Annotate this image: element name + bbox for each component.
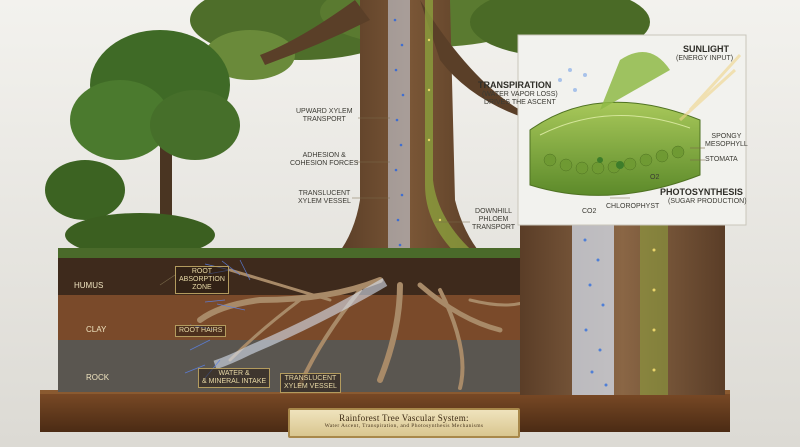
label-root-absorption-zone: Root Absorption Zone xyxy=(175,266,229,294)
main-trunk xyxy=(260,0,530,290)
label-co2: CO2 xyxy=(582,208,597,215)
label-transpiration-sub: (Water Vapor Loss) Drives the Ascent xyxy=(482,91,558,106)
label-photosynthesis-sub: (Sugar Production) xyxy=(668,198,747,205)
label-upward-xylem: Upward Xylem Transport xyxy=(296,108,353,123)
label-clay: Clay xyxy=(86,325,107,334)
background-tree xyxy=(45,30,240,257)
diagram-title: Rainforest Tree Vascular System: xyxy=(339,413,469,423)
label-chlorophyst: Chlorophyst xyxy=(606,203,660,210)
label-root-hairs: Root Hairs xyxy=(175,325,227,337)
soil-cross-section xyxy=(58,248,538,392)
label-water-mineral-intake: Water & & Mineral Intake xyxy=(198,368,271,388)
label-adhesion-cohesion: Adhesion & Cohesion Forces xyxy=(290,152,359,167)
leader-lines xyxy=(159,117,705,286)
xylem-water-droplets xyxy=(393,18,405,247)
label-o2: O2 xyxy=(650,174,660,181)
label-transpiration-title: Transpiration xyxy=(478,80,552,90)
leaf-inset xyxy=(517,34,747,226)
label-photosynthesis-title: Photosynthesis xyxy=(660,187,743,197)
label-translucent-xylem-vessel-bottom: Translucent Xylem Vessel xyxy=(280,373,341,393)
title-plaque: Rainforest Tree Vascular System: Water A… xyxy=(288,408,520,438)
label-stomata: Stomata xyxy=(705,156,738,163)
diagram-subtitle: Water Ascent, Transpiration, and Photosy… xyxy=(324,423,484,429)
label-rock: Rock xyxy=(86,373,110,382)
label-humus: Humus xyxy=(74,281,104,290)
label-translucent-xylem-vessel-top: Translucent Xylem Vessel xyxy=(298,190,351,205)
label-downhill-phloem: Downhill Phloem Transport xyxy=(472,208,516,231)
trunk-cross-section xyxy=(520,225,725,395)
label-sunlight-title: Sunlight xyxy=(683,44,729,54)
label-sunlight-sub: (Energy Input) xyxy=(676,55,734,62)
label-spongy-mesophyll: Spongy Mesophyll xyxy=(705,133,748,148)
